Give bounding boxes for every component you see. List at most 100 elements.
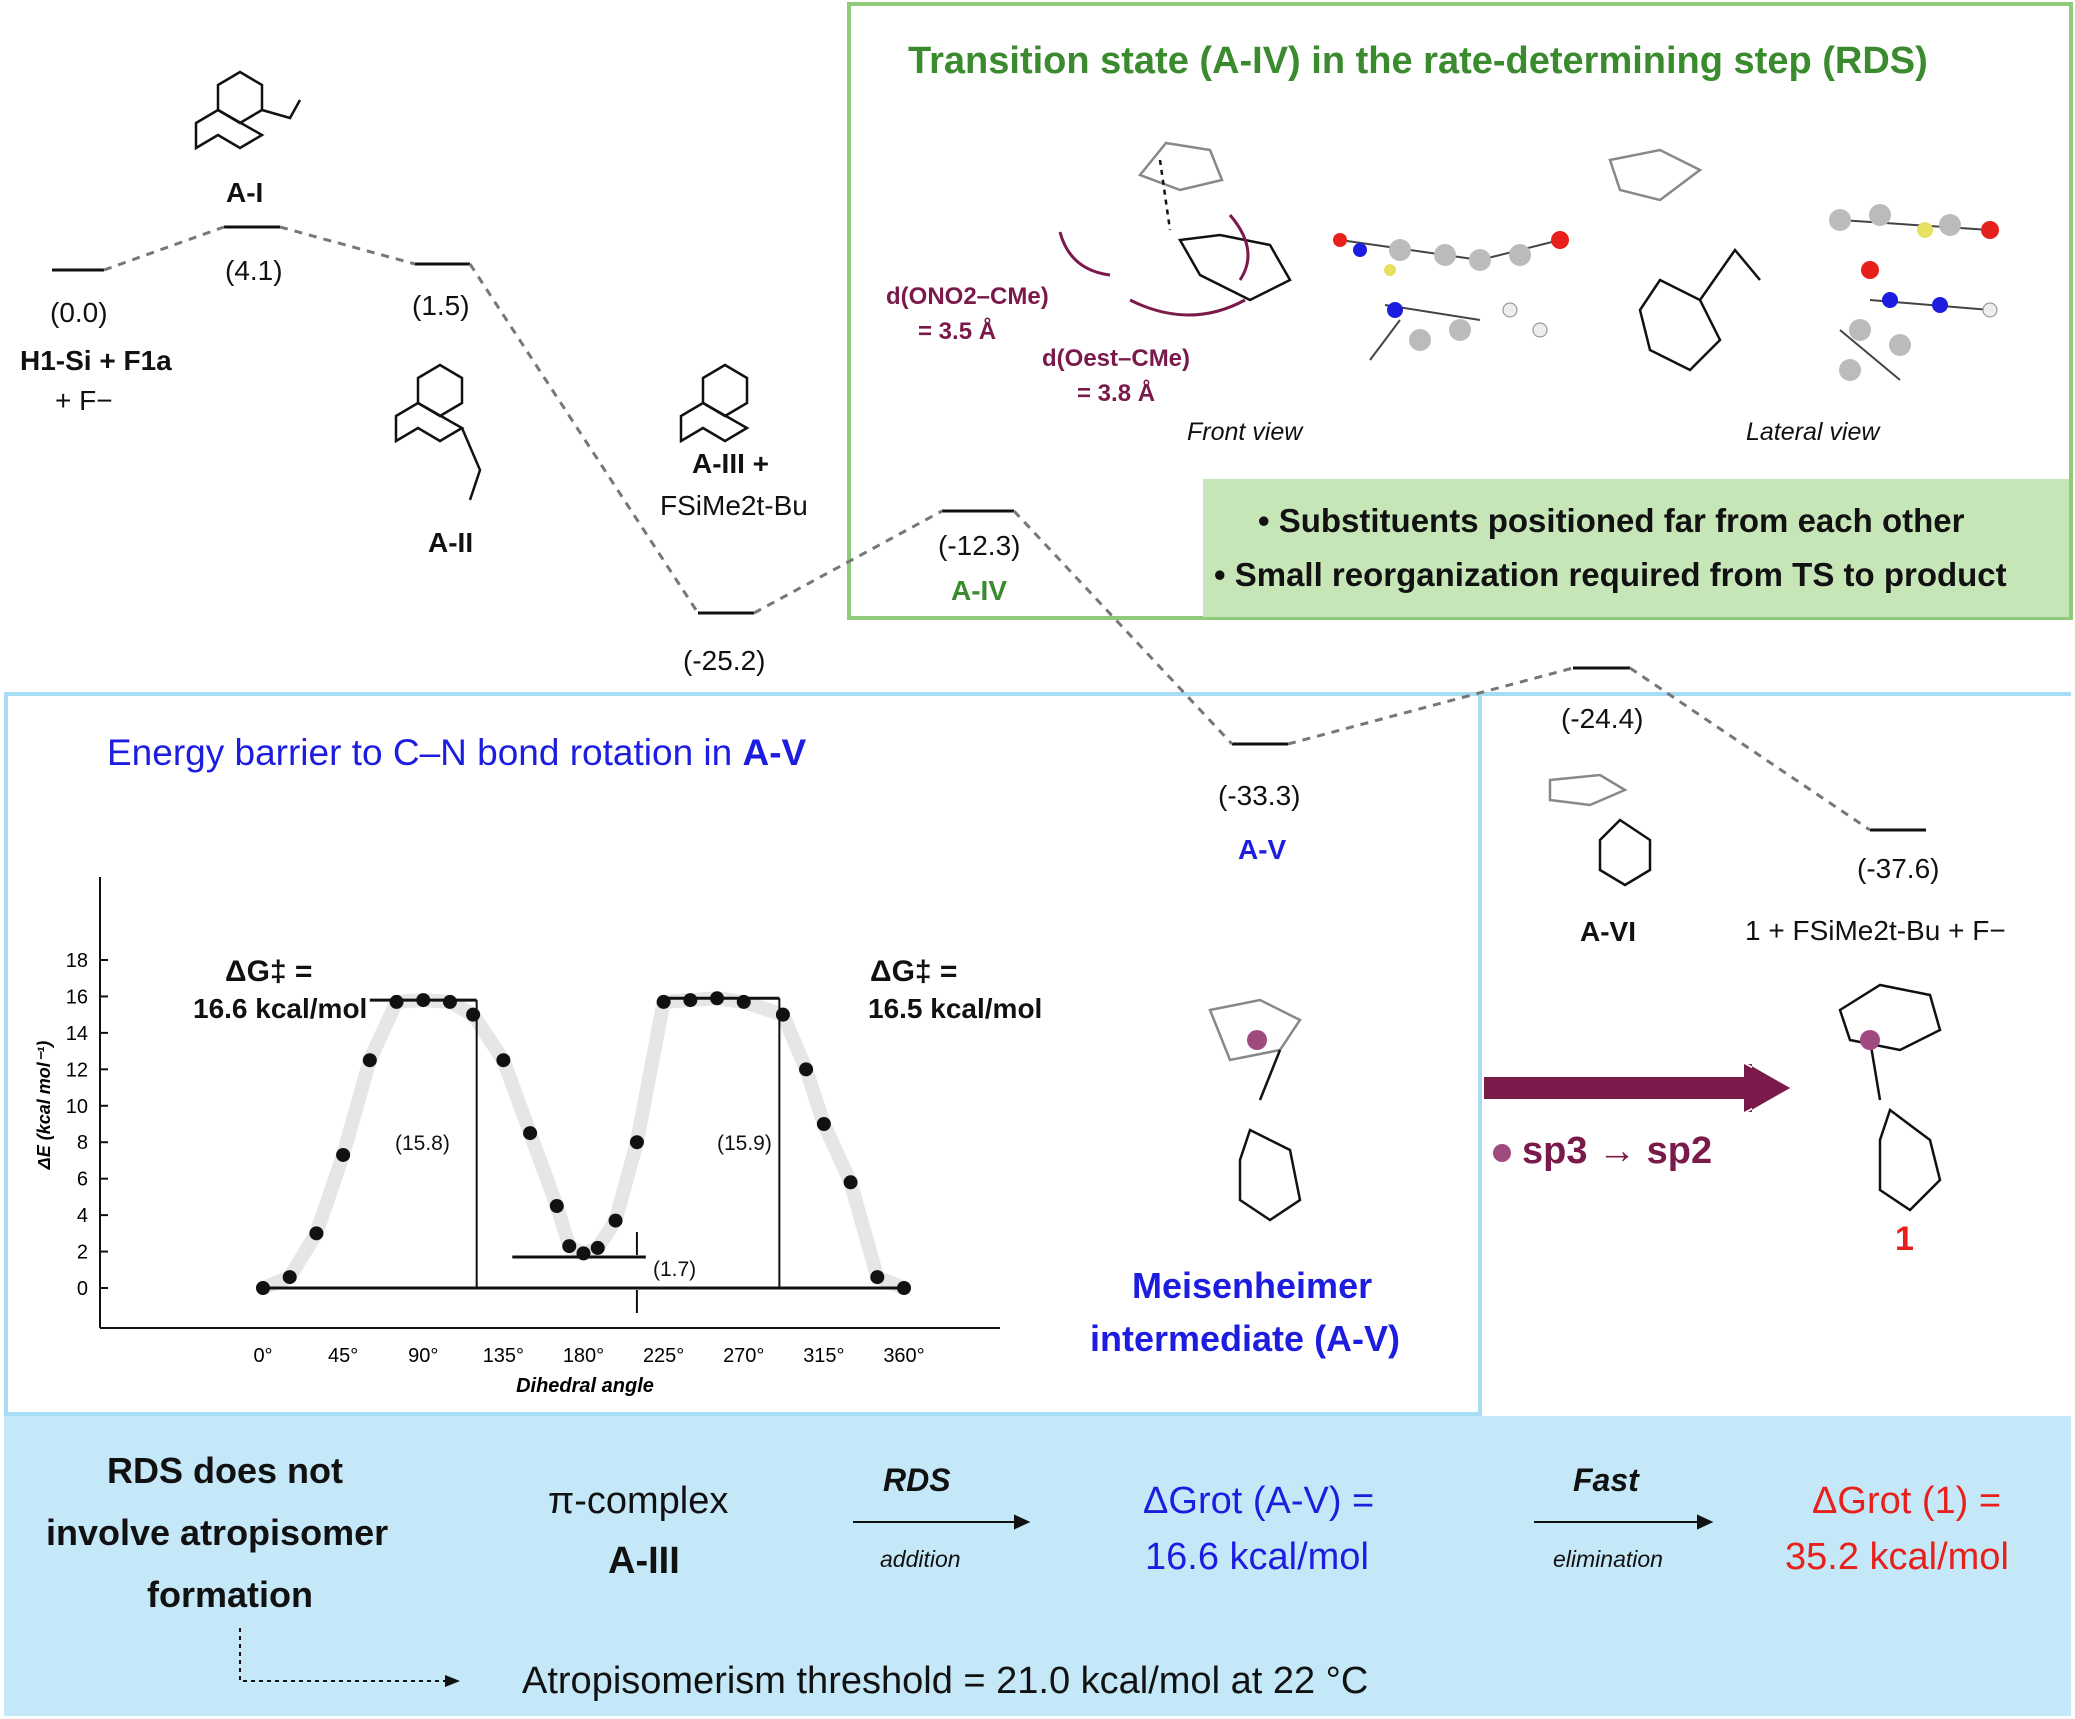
label-start: H1-Si + F1a [20,345,172,376]
pi-complex-label: π-complex [548,1480,729,1522]
dg-rot-1-value: 35.2 kcal/mol [1785,1536,2009,1578]
energy-levels [52,225,1926,832]
dg-rot-1-label: ΔGrot (1) = [1812,1480,2002,1522]
x-tick-label: 225° [643,1345,684,1367]
meisenheimer-line1: Meisenheimer [1132,1265,1373,1306]
front-view-caption: Front view [1187,418,1303,446]
molecule-A-III [679,363,750,444]
data-point [576,1246,591,1261]
y-tick-label: 8 [77,1132,88,1154]
data-point [336,1147,351,1162]
rotation-panel-title: Energy barrier to C–N bond rotation in A… [107,732,806,774]
x-tick-label: 0° [253,1345,272,1367]
product-number: 1 [1895,1220,1914,1258]
sp3-center [1247,1030,1267,1050]
label-start-extra: + F− [55,385,113,416]
ts-bullet-2: • Small reorganization required from TS … [1214,556,2007,593]
barrier-mid: (1.7) [653,1258,697,1281]
molecule-A-I [194,70,302,151]
distance-arrows [1058,214,1250,317]
label-A-II: A-II [428,527,474,558]
meisenheimer-line2: intermediate (A-V) [1090,1318,1401,1359]
data-point [683,993,698,1008]
data-point [309,1226,324,1241]
label-A-V: A-V [1238,834,1287,865]
ts-front-ballmodel [1333,231,1569,361]
ts-bullets-box [1203,479,2069,617]
y-tick-label: 16 [66,986,88,1008]
rds-note-line3: formation [147,1574,313,1615]
y-tick-label: 18 [66,950,88,972]
data-point [466,1007,481,1022]
barrier-right: (15.9) [717,1132,772,1155]
barrier-left: (15.8) [395,1132,450,1155]
dg-right-value: 16.5 kcal/mol [868,993,1043,1024]
dg-left-value: 16.6 kcal/mol [193,993,368,1024]
ts-lateral-structure [1608,148,1761,372]
atropisomerism-threshold: Atropisomerism threshold = 21.0 kcal/mol… [522,1660,1369,1702]
dg-rot-av-value: 16.6 kcal/mol [1145,1536,1369,1578]
x-tick-label: 315° [803,1345,844,1367]
x-tick-label: 90° [408,1345,438,1367]
arrow-addition: addition [880,1546,961,1572]
data-point [416,993,431,1008]
y-tick-label: 6 [77,1169,88,1191]
arrow-elimination: elimination [1553,1546,1663,1572]
pi-complex-name: A-III [608,1540,680,1582]
data-point [389,994,404,1009]
data-point [656,994,671,1009]
ts-panel-title: Transition state (A-IV) in the rate-dete… [908,40,1928,82]
rotation-title-bold: A-V [742,732,807,773]
hybrid-dot [1493,1144,1511,1162]
threshold-dashed-arrow [239,1628,445,1682]
x-tick-label: 360° [883,1345,924,1367]
data-point [562,1239,577,1254]
energy-A-III: (-25.2) [683,645,766,676]
x-axis-label: Dihedral angle [516,1375,654,1397]
data-point [362,1053,377,1068]
data-point [549,1199,564,1213]
dg-right-top: ΔG‡ = [870,955,958,988]
rotation-title-prefix: Energy barrier to C–N bond rotation in [107,732,743,773]
data-point [523,1126,538,1141]
y-tick-label: 10 [66,1096,88,1118]
label-A-III-extra: FSiMe2t-Bu [660,490,808,521]
label-A-IV: A-IV [951,575,1007,606]
arrow-fast: Fast [1573,1462,1639,1498]
energy-A-II: (1.5) [412,290,470,321]
distance-1-value: = 3.5 Å [918,318,997,345]
energy-product: (-37.6) [1857,853,1940,884]
x-tick-label: 270° [723,1345,764,1367]
summary-band [4,1416,2071,1716]
arrow-rds: RDS [883,1462,951,1498]
y-tick-label: 2 [77,1242,88,1264]
label-product: 1 + FSiMe2t-Bu + F− [1745,915,2006,946]
lateral-view-caption: Lateral view [1746,418,1880,446]
rds-note-line2: involve atropisomer [46,1512,389,1553]
data-point [590,1240,605,1255]
data-point [629,1135,644,1150]
data-point [608,1213,623,1228]
rotation-chart: 0246810121416180°45°90°135°180°225°270°3… [34,877,1000,1397]
energy-A-V: (-33.3) [1218,780,1301,811]
data-point [442,994,457,1009]
y-tick-label: 12 [66,1059,88,1081]
energy-start: (0.0) [50,297,108,328]
energy-A-VI: (-24.4) [1561,703,1644,734]
data-point [282,1270,297,1285]
distance-2-value: = 3.8 Å [1077,380,1156,407]
label-A-III: A-III + [692,448,770,479]
data-point [897,1281,911,1295]
trend-curve [256,991,911,1295]
profile-connectors [103,225,1871,832]
data-point [710,991,725,1006]
molecule-A-VI [1548,773,1652,887]
label-A-VI: A-VI [1580,916,1636,947]
y-tick-label: 4 [77,1205,88,1227]
ts-bullet-1: • Substituents positioned far from each … [1258,502,1965,539]
x-tick-label: 180° [563,1345,604,1367]
distance-1-label: d(ONO2–CMe) [886,283,1049,310]
data-point [496,1053,511,1068]
